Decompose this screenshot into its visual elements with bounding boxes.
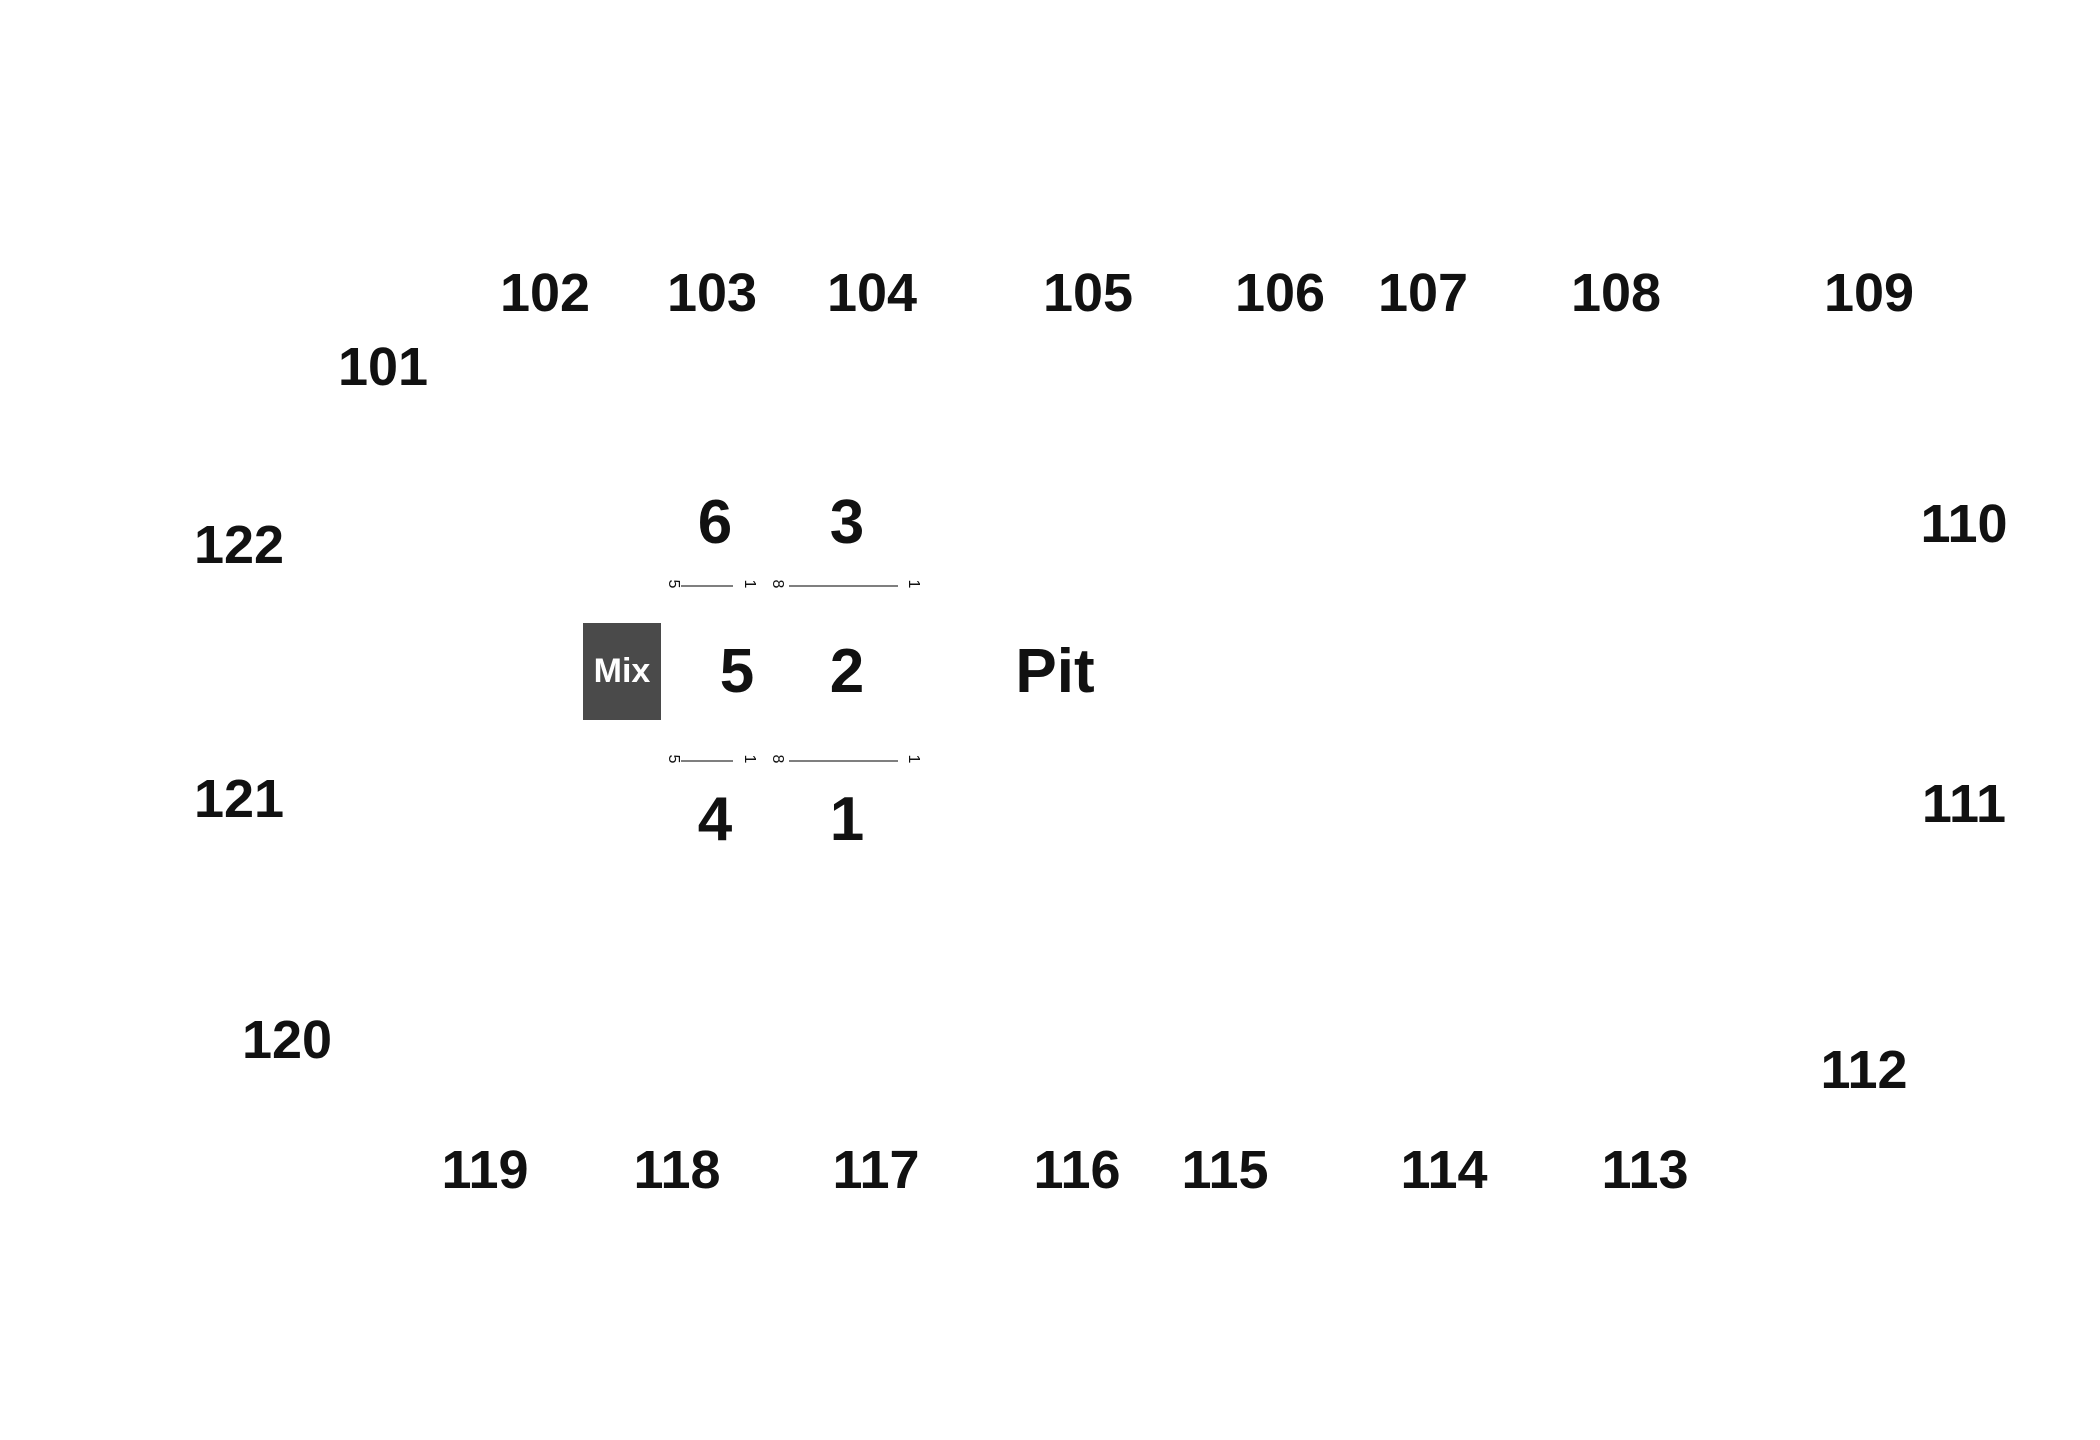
row-markers-lower: 5 1 8 1 <box>665 749 925 769</box>
section-115[interactable]: 115 <box>1181 1140 1269 1200</box>
section-120[interactable]: 120 <box>241 1010 333 1070</box>
section-111[interactable]: 111 <box>1921 774 2007 834</box>
section-102[interactable]: 102 <box>499 263 591 323</box>
section-113[interactable]: 113 <box>1601 1140 1689 1200</box>
section-118[interactable]: 118 <box>633 1140 721 1200</box>
section-106[interactable]: 106 <box>1234 263 1326 323</box>
section-119[interactable]: 119 <box>441 1140 529 1200</box>
row-marker-upper-2: 1 <box>741 580 758 589</box>
section-107[interactable]: 107 <box>1377 263 1469 323</box>
row-marker-upper-3: 8 <box>769 580 786 589</box>
section-112[interactable]: 112 <box>1820 1040 1908 1100</box>
section-104[interactable]: 104 <box>826 263 918 323</box>
row-marker-lower-4: 1 <box>905 755 922 764</box>
row-markers-lower-graphic: 5 1 8 1 <box>665 755 922 764</box>
section-117[interactable]: 117 <box>832 1140 920 1200</box>
pit-label[interactable]: Pit <box>1015 637 1095 706</box>
section-101[interactable]: 101 <box>337 337 429 397</box>
section-109[interactable]: 109 <box>1823 263 1915 323</box>
section-2[interactable]: 2 <box>829 637 865 706</box>
section-3[interactable]: 3 <box>829 488 865 557</box>
row-marker-lower-3: 8 <box>769 755 786 764</box>
section-105[interactable]: 105 <box>1042 263 1134 323</box>
section-1[interactable]: 1 <box>829 785 865 854</box>
mix-position: Mix <box>583 623 661 720</box>
section-5[interactable]: 5 <box>719 637 755 706</box>
section-110[interactable]: 110 <box>1920 494 2008 554</box>
mix-label: Mix <box>593 652 651 690</box>
section-121[interactable]: 121 <box>193 769 285 829</box>
row-marker-lower-2: 1 <box>741 755 758 764</box>
section-4[interactable]: 4 <box>697 785 733 854</box>
section-116[interactable]: 116 <box>1033 1140 1121 1200</box>
section-108[interactable]: 108 <box>1570 263 1662 323</box>
section-103[interactable]: 103 <box>666 263 758 323</box>
row-markers-upper-graphic: 5 1 8 1 <box>665 580 922 589</box>
row-marker-lower-1: 5 <box>665 755 682 764</box>
section-114[interactable]: 114 <box>1400 1140 1488 1200</box>
row-marker-upper-1: 5 <box>665 580 682 589</box>
section-6[interactable]: 6 <box>697 488 733 557</box>
row-marker-upper-4: 1 <box>905 580 922 589</box>
section-122[interactable]: 122 <box>193 515 285 575</box>
row-markers-upper: 5 1 8 1 <box>665 574 925 594</box>
